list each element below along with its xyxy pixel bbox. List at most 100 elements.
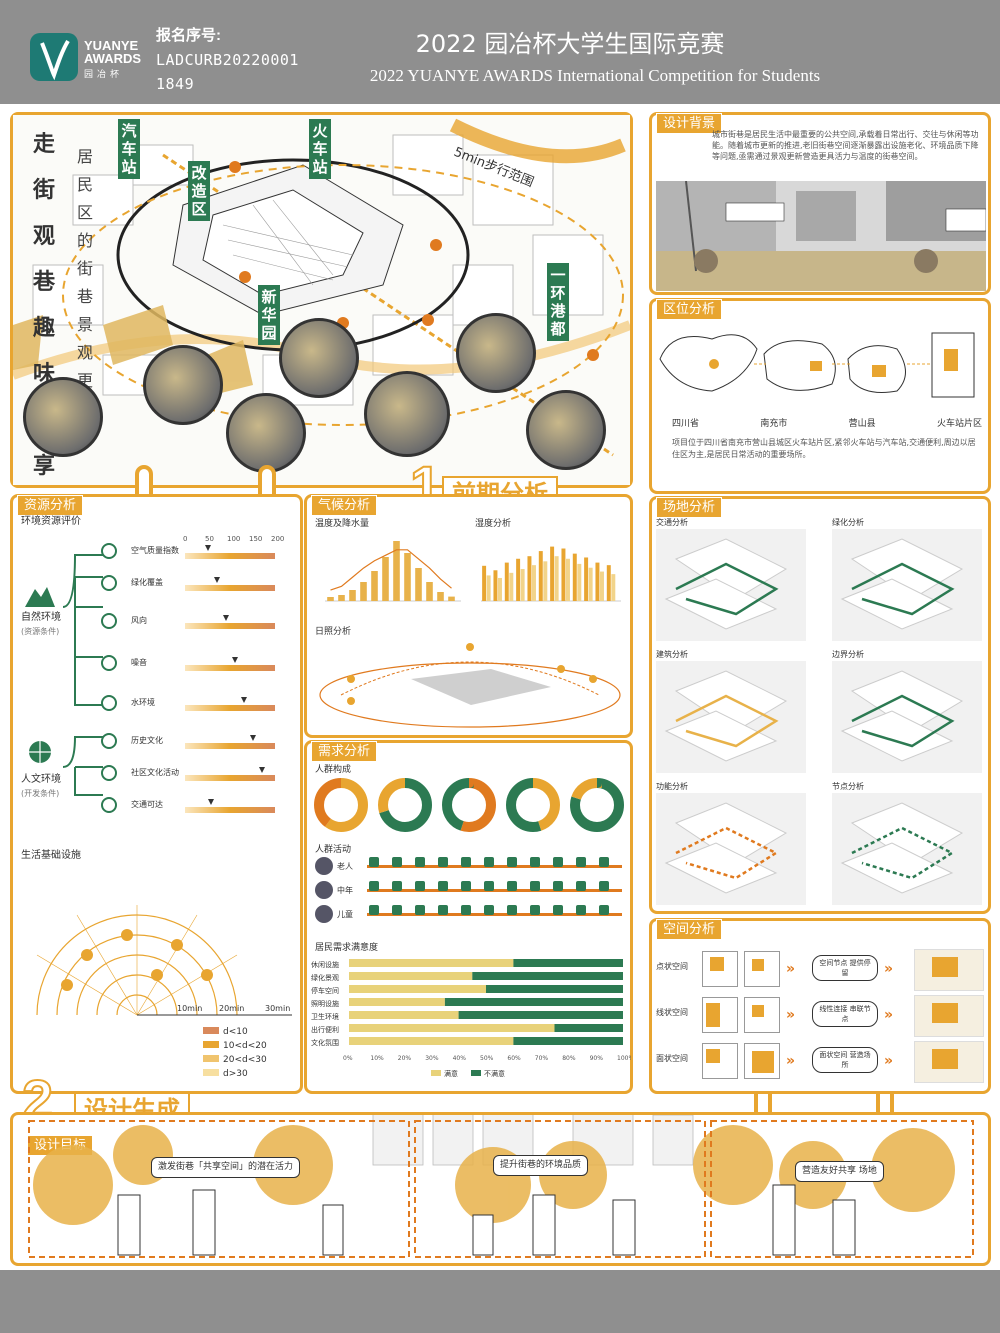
humidity-bar (554, 556, 559, 601)
title-en: 2022 YUANYE AWARDS International Competi… (369, 66, 821, 85)
design-background-text: 城市街巷是居民生活中最重要的公共空间,承载着日常出行、交往与休闲等功能。随着城市… (712, 130, 979, 161)
precip-bar (338, 595, 345, 601)
chevron-right-icon: » (884, 961, 894, 977)
humidity-bar (611, 574, 616, 601)
resource-item-bar (185, 553, 275, 559)
site-overlay (675, 562, 779, 616)
legend-d30: 20<d<30 (223, 1055, 267, 1065)
satisfaction-bar-yes (349, 1037, 514, 1045)
satisfaction-axis-tick: 90% (590, 1055, 604, 1062)
site-cell-diagram (832, 529, 982, 641)
site-cell-svg (664, 538, 788, 630)
resource-item-bar (185, 623, 275, 629)
satisfaction-bar-no (513, 1037, 623, 1045)
site-cell-svg (840, 670, 964, 762)
satisfaction-bar-no (472, 972, 623, 980)
activity-icon (576, 881, 586, 891)
activity-icon (576, 857, 586, 867)
satisfaction-axis-tick: 80% (562, 1055, 576, 1062)
site-block (664, 578, 778, 630)
activity-icon (553, 881, 563, 891)
donut-slice (506, 778, 560, 832)
activity-row-label: 儿童 (337, 910, 353, 919)
satisfaction-bar-yes (349, 1011, 459, 1019)
location-text: 项目位于四川省南充市营山县城区火车站片区,紧邻火车站与汽车站,交通便利,周边以居… (672, 438, 976, 459)
satisfaction-bar-no (513, 959, 623, 967)
satisfaction-axis-tick: 50% (480, 1055, 494, 1062)
activity-icon (599, 881, 609, 891)
site-block (840, 842, 954, 894)
satisfaction-category: 卫生环境 (311, 1012, 339, 1021)
precip-bar (382, 557, 389, 601)
site-photo-5 (364, 371, 450, 457)
activity-icon (599, 905, 609, 915)
site-photo-6 (456, 313, 536, 393)
site-cell-label: 建筑分析 (656, 650, 688, 659)
space-plan-fill (752, 959, 764, 971)
humidity-bar (600, 571, 604, 601)
activity-line (367, 865, 622, 868)
satisfaction-category: 照明设施 (311, 999, 339, 1008)
satisfaction-bar-no (458, 1011, 623, 1019)
activity-icon (507, 905, 517, 915)
footer-band (0, 1270, 1000, 1333)
humidity-bar (527, 556, 532, 601)
space-axon-fill (932, 957, 958, 977)
location-tag: 区位分析 (656, 299, 723, 320)
activity-icon (530, 905, 540, 915)
ring-label-20: 20min (219, 1004, 244, 1013)
resource-item-icon (101, 733, 117, 749)
site-photo-1 (23, 377, 103, 457)
humidity-bar (532, 565, 536, 601)
activity-avatar (315, 881, 333, 899)
activity-icon (484, 881, 494, 891)
design-goal-sketch (28, 1115, 974, 1258)
site-cell-label: 节点分析 (832, 782, 864, 791)
resource-item-icon (101, 797, 117, 813)
satisfaction-axis-tick: 20% (398, 1055, 412, 1062)
space-bubble: 面状空间 营造场所 (812, 1047, 878, 1073)
satisfaction-bar-no (554, 1024, 623, 1032)
title-cn: 2022 园冶杯大学生国际竞赛 (415, 30, 725, 58)
humidity-bar (588, 567, 593, 601)
humidity-bar (566, 558, 570, 601)
activity-icon (599, 857, 609, 867)
distance-legend: d<10 10<d<20 20<d<30 d>30 (203, 1025, 267, 1081)
logo-line2: AWARDS (84, 51, 142, 66)
chevron-right-icon: » (786, 1053, 796, 1069)
satisfaction-axis-tick: 60% (507, 1055, 521, 1062)
demand-tag: 需求分析 (311, 741, 378, 762)
precip-bar (327, 597, 334, 601)
site-block (664, 710, 778, 762)
activity-icon (484, 905, 494, 915)
satisfaction-category: 休闲设施 (311, 960, 339, 969)
registration-block: 报名序号: LADCURB20220001 1849 (156, 24, 299, 96)
satisfaction-category: 出行便利 (311, 1025, 339, 1034)
design-background-panel: 设计背景 城市街巷是居民生活中最重要的公共空间,承载着日常出行、交往与休闲等功能… (649, 112, 991, 295)
humidity-bar (498, 577, 502, 601)
resource-item-label: 绿化覆盖 (131, 578, 163, 587)
humidity-bar (572, 553, 577, 601)
satisfaction-bar-yes (349, 959, 514, 967)
humidity-bar (538, 551, 543, 601)
label-renovation: 改造区 (188, 161, 210, 221)
activity-title: 人群活动 (315, 845, 352, 855)
activity-icon (576, 905, 586, 915)
temp-line (330, 549, 452, 591)
activity-icon (461, 881, 471, 891)
satisfaction-category: 文化氛围 (311, 1038, 339, 1047)
donut-slice (570, 778, 624, 832)
resource-item-label: 交通可达 (131, 800, 163, 809)
sun-diagram (319, 643, 621, 728)
activity-icon (415, 905, 425, 915)
site-cell-diagram (656, 793, 806, 905)
sun-title: 日照分析 (315, 627, 352, 637)
culture-sub: (开发条件) (21, 789, 60, 798)
chevron-right-icon: » (786, 961, 796, 977)
legend-swatch-yes (431, 1070, 441, 1076)
precip-bar (349, 590, 356, 601)
activity-icon (553, 905, 563, 915)
site-cell-diagram (656, 529, 806, 641)
site-cell-diagram (656, 661, 806, 773)
